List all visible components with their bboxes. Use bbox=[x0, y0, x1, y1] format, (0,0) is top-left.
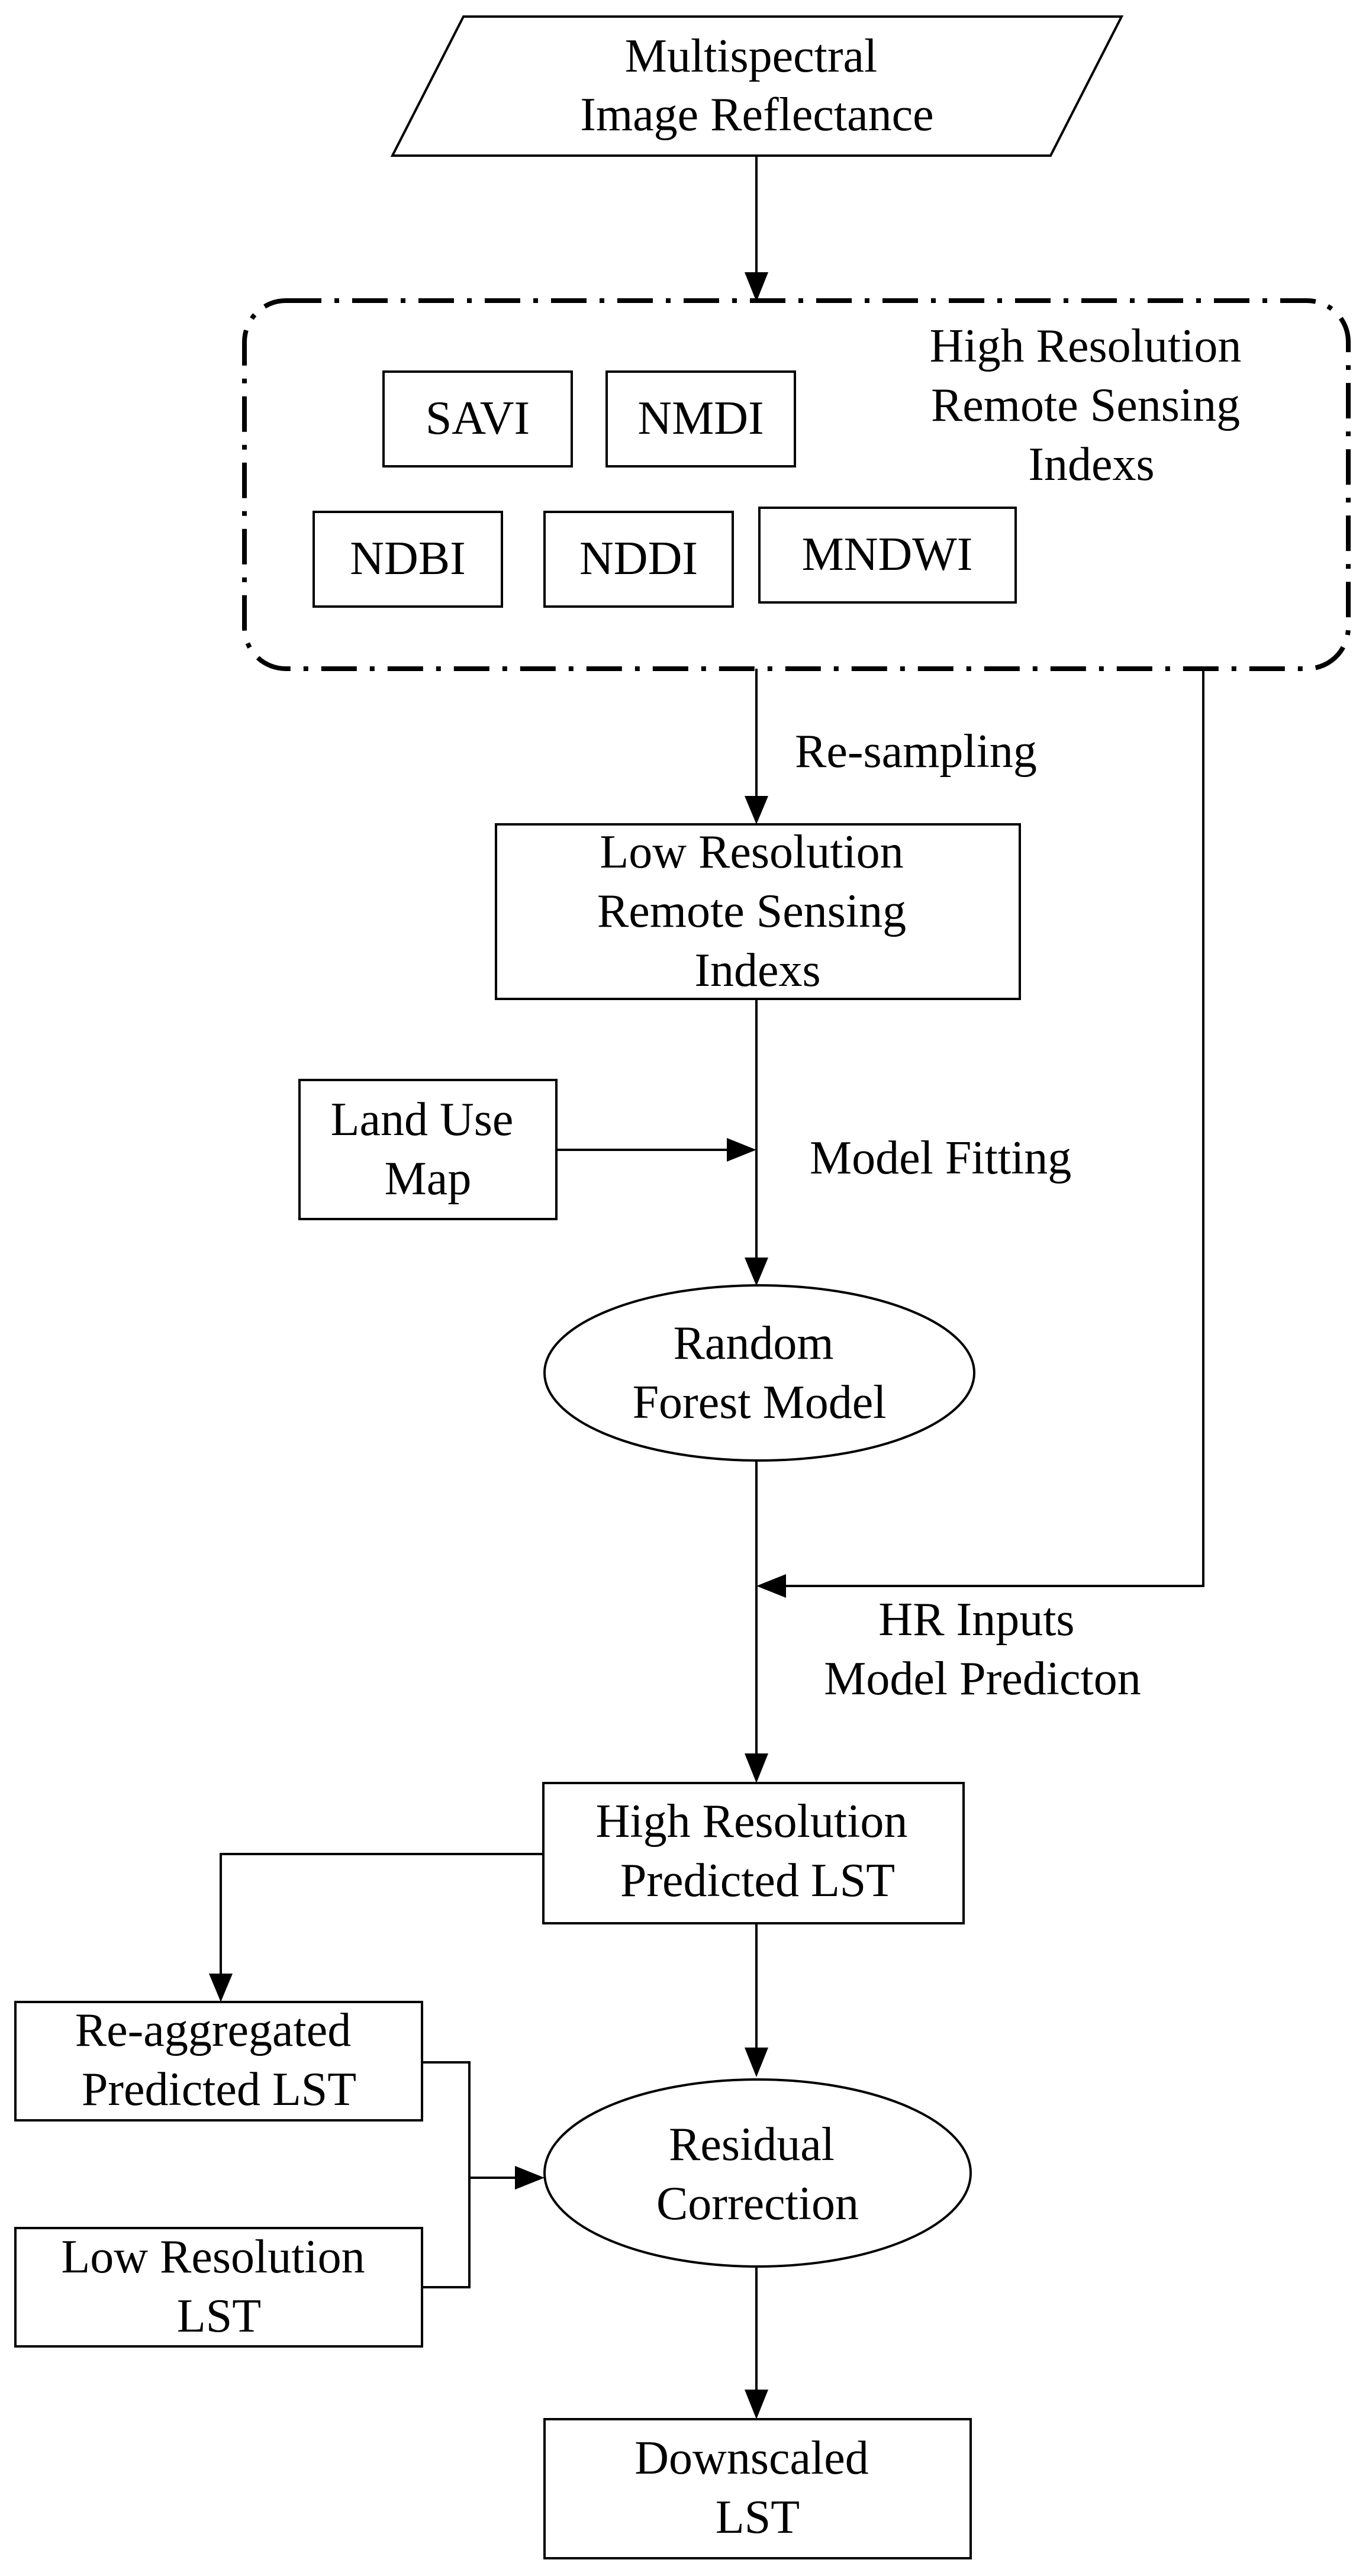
land-use-node: Land Use Map bbox=[298, 1079, 558, 1220]
reaggregated-box bbox=[14, 2001, 423, 2122]
arrowhead bbox=[745, 796, 768, 824]
mndwi-box bbox=[758, 507, 1017, 604]
resampling-label: Re-sampling bbox=[795, 726, 1037, 778]
residual-node: Residual Correction bbox=[543, 2078, 972, 2268]
low-res-lst-label: Low Resolution LST bbox=[61, 2231, 376, 2342]
random-forest-label: Random Forest Model bbox=[633, 1317, 887, 1429]
arrowhead bbox=[745, 272, 768, 302]
input-label: Multispectral Image Reflectance bbox=[580, 30, 933, 141]
random-forest-node: Random Forest Model bbox=[543, 1284, 975, 1462]
hr-indexs-dashed-box bbox=[242, 298, 1351, 671]
hr-predicted-label: High Resolution Predicted LST bbox=[596, 1795, 920, 1907]
arrowhead bbox=[745, 1258, 768, 1286]
hr-indexs-title: High Resolution Remote Sensing Indexs bbox=[930, 320, 1254, 491]
reaggregated-node: Re-aggregated Predicted LST bbox=[14, 2001, 423, 2122]
low-res-indexs-node: Low Resolution Remote Sensing Indexs bbox=[495, 823, 1021, 1000]
arrowhead bbox=[745, 1753, 768, 1783]
ndbi-label: NDBI bbox=[350, 533, 466, 585]
hr-inputs-label: HR Inputs Model Predicton bbox=[824, 1594, 1141, 1705]
input-parallelogram bbox=[390, 15, 1124, 157]
nmdi-label: NMDI bbox=[637, 392, 764, 444]
edge-merge bbox=[422, 2061, 471, 2288]
downscaled-box bbox=[543, 2418, 972, 2559]
arrowhead bbox=[745, 2390, 768, 2419]
edge-to-reaggregated bbox=[220, 1853, 543, 1974]
connectors bbox=[209, 156, 1204, 2419]
land-use-box bbox=[298, 1079, 558, 1220]
hr-indexs-group: High Resolution Remote Sensing Indexs SA… bbox=[242, 298, 1351, 671]
arrowhead bbox=[209, 1974, 233, 2002]
low-res-lst-node: Low Resolution LST bbox=[14, 2227, 423, 2348]
arrowhead bbox=[727, 1138, 756, 1162]
model-fitting-label: Model Fitting bbox=[810, 1132, 1071, 1184]
downscaled-label: Downscaled LST bbox=[634, 2432, 880, 2543]
arrowhead bbox=[745, 2048, 768, 2077]
land-use-label: Land Use Map bbox=[331, 1094, 526, 1205]
residual-label: Residual Correction bbox=[656, 2119, 859, 2230]
low-res-indexs-label: Low Resolution Remote Sensing Indexs bbox=[597, 826, 918, 997]
savi-label: SAVI bbox=[426, 392, 530, 444]
random-forest-ellipse bbox=[543, 1284, 975, 1462]
mndwi-label: MNDWI bbox=[802, 528, 973, 581]
ndbi-box bbox=[313, 511, 503, 608]
downscaled-node: Downscaled LST bbox=[543, 2418, 972, 2559]
hr-predicted-box bbox=[542, 1782, 965, 1924]
residual-ellipse bbox=[543, 2078, 972, 2268]
nddi-label: NDDI bbox=[579, 533, 698, 585]
reaggregated-label: Re-aggregated Predicted LST bbox=[75, 2004, 363, 2116]
low-res-indexs-box bbox=[495, 823, 1021, 1000]
edge-hr-inputs bbox=[786, 669, 1204, 1587]
arrowhead bbox=[756, 1574, 786, 1598]
arrowhead bbox=[515, 2166, 545, 2190]
input-node: Multispectral Image Reflectance bbox=[390, 15, 1124, 157]
low-res-lst-box bbox=[14, 2227, 423, 2348]
hr-predicted-node: High Resolution Predicted LST bbox=[542, 1782, 965, 1924]
nmdi-box bbox=[605, 370, 796, 468]
nddi-box bbox=[543, 511, 734, 608]
savi-box bbox=[382, 370, 573, 468]
